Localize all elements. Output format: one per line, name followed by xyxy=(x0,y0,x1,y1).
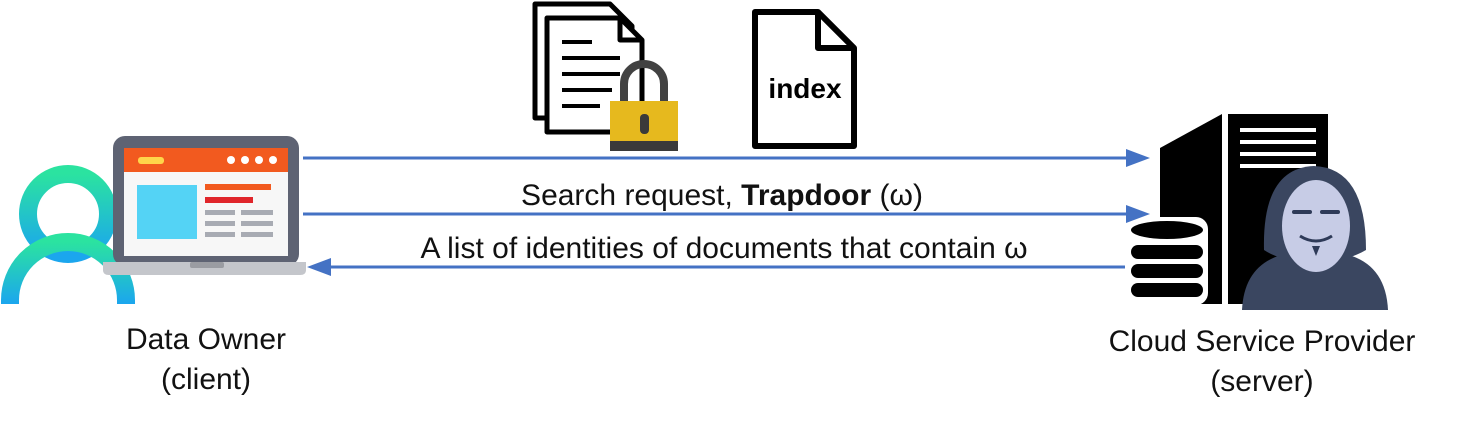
data-owner-label: Data Owner (client) xyxy=(126,320,286,400)
search-request-suffix: (ω) xyxy=(871,179,923,212)
index-label: index xyxy=(768,73,842,104)
data-owner-role: (client) xyxy=(160,363,252,396)
data-owner-title: Data Owner xyxy=(125,323,287,356)
laptop-icon xyxy=(103,136,306,275)
encrypted-documents-icon xyxy=(532,1,645,135)
trapdoor-label: Trapdoor xyxy=(741,179,872,212)
search-request-prefix: Search request, xyxy=(521,179,742,212)
search-request-label: Search request, Trapdoor (ω) xyxy=(521,176,923,216)
padlock-icon xyxy=(610,60,678,151)
cloud-provider-role: (server) xyxy=(1210,365,1314,398)
hacker-icon xyxy=(1242,166,1388,310)
database-icon xyxy=(1126,217,1208,305)
cloud-provider-title: Cloud Service Provider xyxy=(1108,325,1416,358)
index-document-icon: index xyxy=(752,9,857,149)
arrow-upload xyxy=(303,149,1150,167)
arrow-search-request xyxy=(303,205,1150,223)
user-icon xyxy=(0,165,135,304)
cloud-provider-label: Cloud Service Provider (server) xyxy=(1109,322,1416,402)
response-label: A list of identities of documents that c… xyxy=(420,232,1028,265)
arrow-response xyxy=(307,258,1125,276)
